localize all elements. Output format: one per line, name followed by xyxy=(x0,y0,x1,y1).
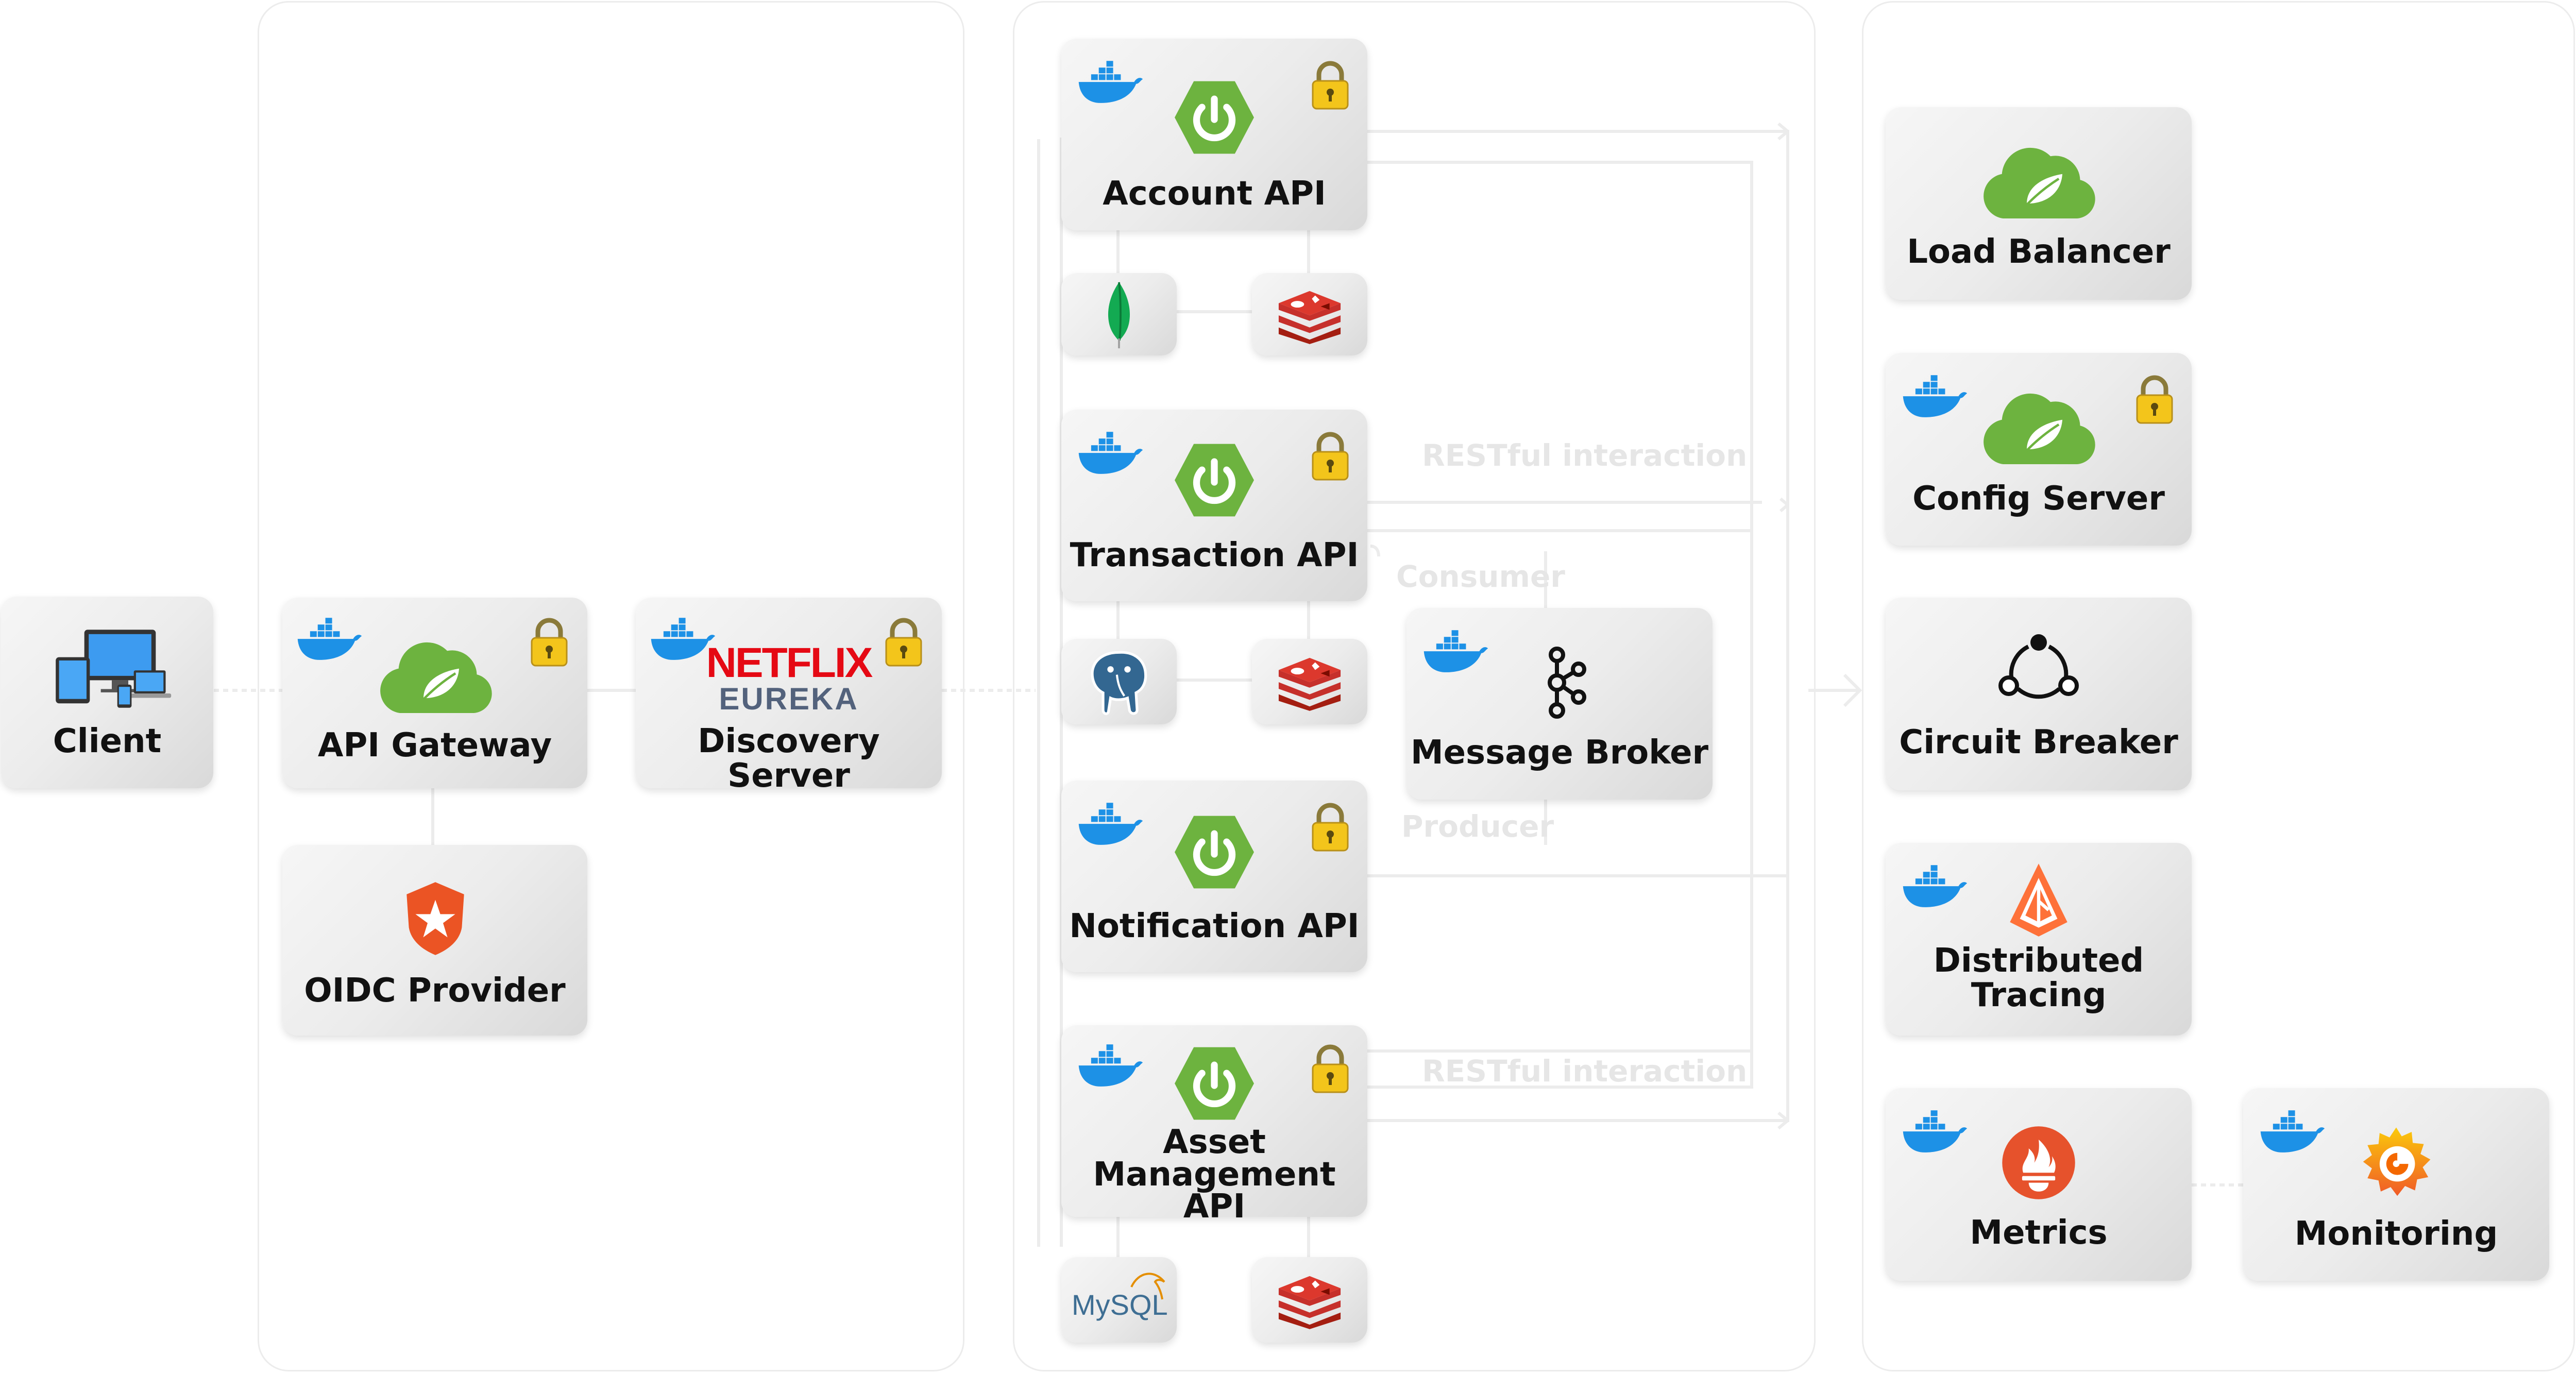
asset-management-api-label: Asset Management API xyxy=(1093,1123,1336,1226)
circuit-breaker-label: Circuit Breaker xyxy=(1899,723,2178,761)
lock-icon xyxy=(1310,59,1351,111)
oidc-provider-node[interactable]: OIDC Provider xyxy=(282,845,587,1036)
monitoring-node[interactable]: Monitoring xyxy=(2243,1088,2549,1281)
api-gateway-node[interactable]: API Gateway xyxy=(282,598,587,788)
grafana-icon xyxy=(2358,1124,2435,1201)
load-balancer-node[interactable]: Load Balancer xyxy=(1886,107,2192,300)
api-gateway-label: API Gateway xyxy=(317,726,552,765)
config-server-node[interactable]: Config Server xyxy=(1886,353,2192,546)
netflix-logo: NETFLIX xyxy=(706,639,873,686)
mongodb-icon xyxy=(1103,280,1136,349)
lock-icon xyxy=(2134,374,2175,425)
lock-icon xyxy=(1310,801,1351,853)
docker-icon xyxy=(296,616,363,663)
prometheus-icon xyxy=(2000,1124,2077,1201)
notification-api-node[interactable]: Notification API xyxy=(1061,781,1367,972)
circuit-breaker-node[interactable]: Circuit Breaker xyxy=(1886,598,2192,790)
redis-transaction-node[interactable] xyxy=(1252,639,1367,724)
transaction-api-node[interactable]: Transaction API xyxy=(1061,410,1367,601)
lock-icon xyxy=(1310,430,1351,482)
spring-cloud-icon xyxy=(1979,144,2098,222)
message-broker-label: Message Broker xyxy=(1410,734,1709,772)
docker-icon xyxy=(1422,629,1489,675)
monitoring-label: Monitoring xyxy=(2294,1215,2498,1253)
metrics-node[interactable]: Metrics xyxy=(1886,1088,2192,1281)
docker-icon xyxy=(2259,1109,2326,1155)
devices-icon xyxy=(50,628,174,710)
distributed-tracing-label: Distributed Tracing xyxy=(1933,942,2144,1015)
restful-interaction-label-bottom: RESTful interaction xyxy=(1422,1054,1748,1089)
redis-account-node[interactable] xyxy=(1252,273,1367,355)
docker-icon xyxy=(1077,59,1144,106)
docker-icon xyxy=(1077,1043,1144,1089)
oidc-provider-label: OIDC Provider xyxy=(304,972,566,1010)
lock-icon xyxy=(529,616,570,668)
discovery-server-label: Discovery Server xyxy=(698,722,880,795)
distributed-tracing-node[interactable]: Distributed Tracing xyxy=(1886,843,2192,1036)
spring-boot-icon xyxy=(1173,815,1256,890)
auth0-icon xyxy=(402,880,469,957)
kafka-icon xyxy=(1536,644,1588,721)
docker-icon xyxy=(1077,801,1144,847)
redis-asset-node[interactable] xyxy=(1252,1257,1367,1343)
message-broker-node[interactable]: Message Broker xyxy=(1406,608,1713,800)
zipkin-icon xyxy=(2005,861,2072,939)
consumer-label: Consumer xyxy=(1396,559,1565,594)
mongodb-node[interactable] xyxy=(1061,273,1177,355)
spring-boot-icon xyxy=(1173,443,1256,518)
spring-cloud-icon xyxy=(1979,390,2098,467)
notification-api-label: Notification API xyxy=(1069,907,1360,945)
mysql-icon: MySQL xyxy=(1072,1289,1168,1321)
docker-icon xyxy=(1901,863,1968,910)
circuit-icon xyxy=(1997,631,2080,704)
docker-icon xyxy=(1077,430,1144,477)
mysql-node[interactable]: MySQL xyxy=(1061,1257,1177,1343)
docker-icon xyxy=(1901,374,1968,420)
redis-icon xyxy=(1276,1269,1344,1330)
redis-icon xyxy=(1276,284,1344,345)
postgresql-icon xyxy=(1087,647,1151,716)
postgresql-node[interactable] xyxy=(1061,639,1177,724)
spring-boot-icon xyxy=(1173,80,1256,155)
mysql-dolphin-icon xyxy=(1130,1273,1165,1300)
spring-cloud-icon xyxy=(376,639,495,716)
client-label: Client xyxy=(53,722,162,760)
account-api-label: Account API xyxy=(1103,175,1326,213)
docker-icon xyxy=(1901,1109,1968,1155)
producer-label: Producer xyxy=(1401,809,1554,844)
discovery-server-node[interactable]: NETFLIX EUREKA Discovery Server xyxy=(636,598,942,793)
asset-management-api-node[interactable]: Asset Management API xyxy=(1061,1025,1367,1223)
load-balancer-label: Load Balancer xyxy=(1907,233,2171,271)
metrics-label: Metrics xyxy=(1970,1214,2108,1252)
client-node[interactable]: Client xyxy=(1,597,213,788)
eureka-logo: EUREKA xyxy=(719,682,859,716)
config-server-label: Config Server xyxy=(1912,480,2165,518)
spring-boot-icon xyxy=(1173,1046,1256,1121)
restful-interaction-label-top: RESTful interaction xyxy=(1422,438,1748,473)
lock-icon xyxy=(1310,1043,1351,1094)
transaction-api-label: Transaction API xyxy=(1070,536,1359,574)
account-api-node[interactable]: Account API xyxy=(1061,39,1367,230)
redis-icon xyxy=(1276,651,1344,712)
